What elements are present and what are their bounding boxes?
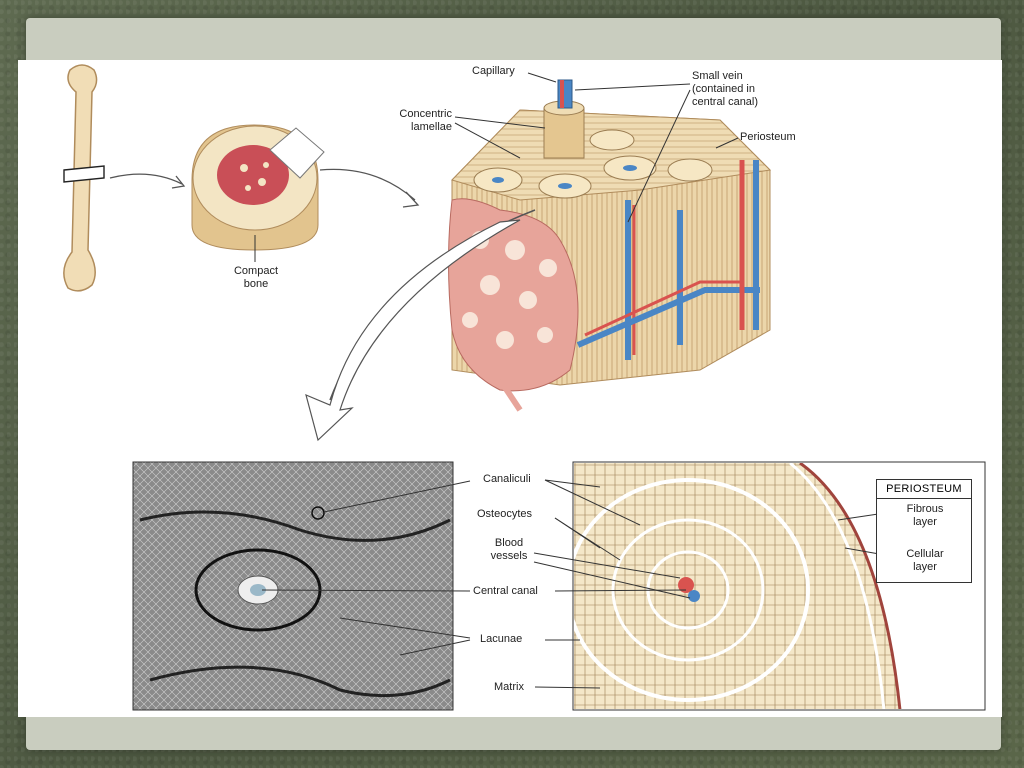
osteon-block [449,80,771,410]
label-osteocytes: Osteocytes [477,508,532,521]
bone-cross-section [192,125,324,250]
label-central-canal: Central canal [473,585,538,598]
label-blood-vessels: Blood vessels [484,537,534,563]
periosteum-key-title: PERIOSTEUM [877,480,971,499]
label-capillary: Capillary [472,65,515,78]
label-fibrous-layer: Fibrous layer [890,503,960,529]
label-cellular-layer: Cellular layer [890,548,960,574]
arrow-1 [110,174,182,184]
label-lacunae: Lacunae [480,633,522,646]
label-canaliculi: Canaliculi [483,473,531,486]
label-periosteum: Periosteum [740,131,796,144]
label-concentric-lamellae: Concentric lamellae [360,108,452,134]
label-compact-bone: Compact bone [216,265,296,291]
micrograph [133,462,453,710]
femur-drawing [64,65,104,291]
label-matrix: Matrix [494,681,524,694]
label-small-vein: Small vein (contained in central canal) [692,70,758,109]
